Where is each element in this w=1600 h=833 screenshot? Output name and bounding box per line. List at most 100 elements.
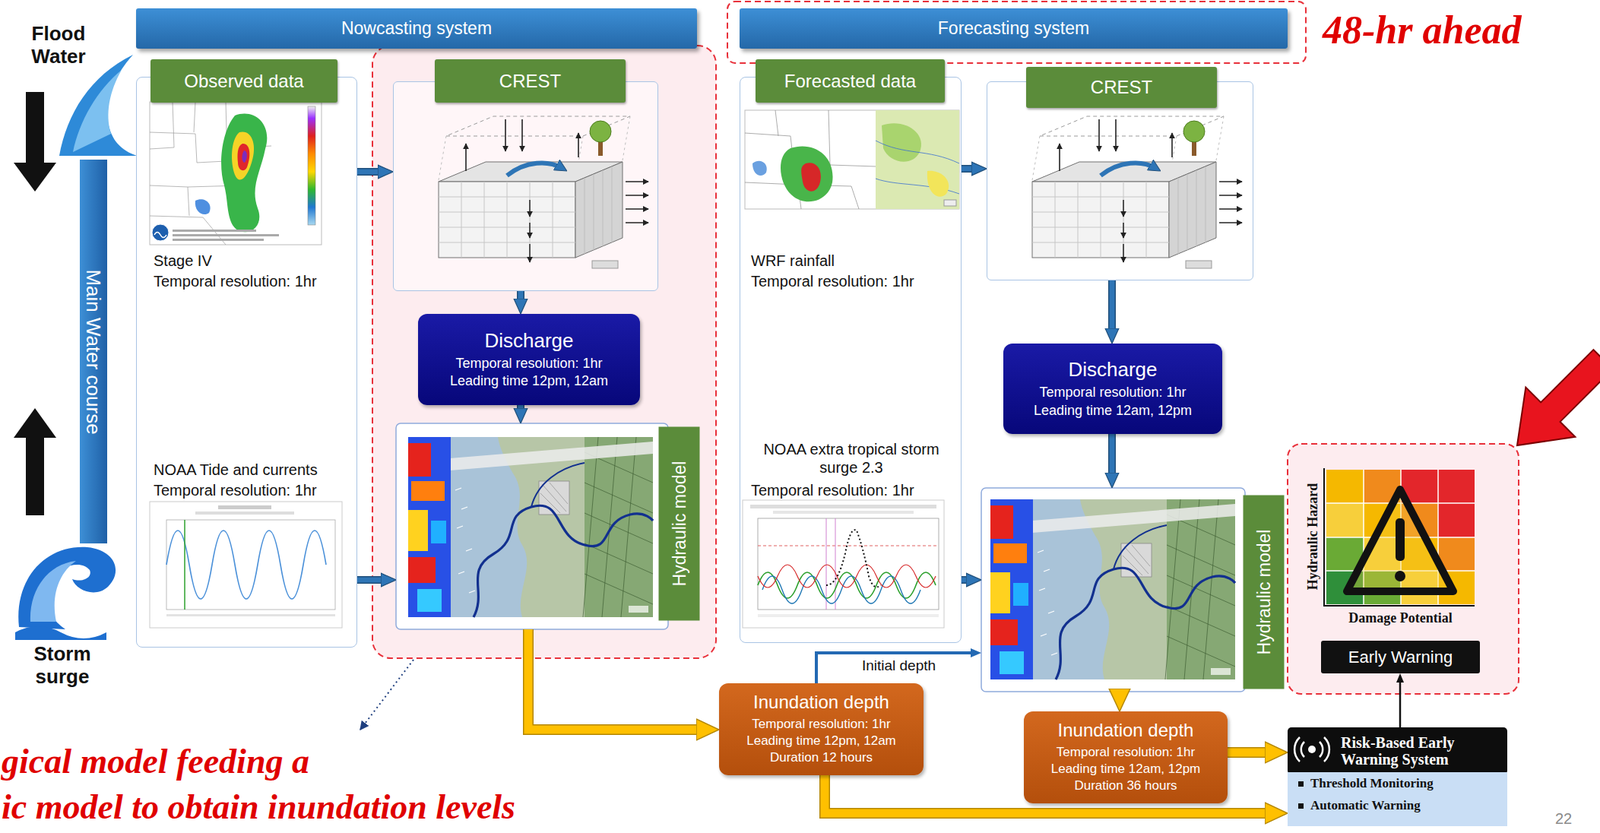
panel-heading: CREST <box>1026 66 1217 108</box>
box-detail: Temporal resolution: 1hr <box>751 716 891 733</box>
connector-arrow <box>961 166 978 172</box>
warning-system-ground <box>1287 727 1508 775</box>
storm-surge-icon <box>15 626 107 640</box>
panel-ground <box>986 81 1254 281</box>
box-detail: Leading time 12pm, 12am <box>449 372 609 390</box>
rainfall-map <box>154 232 167 238</box>
connector-arrow <box>1227 748 1274 758</box>
data-source: Stage IV <box>153 251 352 270</box>
connector-group <box>1112 280 1113 335</box>
box-title: Inundation depth <box>1058 719 1195 742</box>
connectors <box>357 168 1401 814</box>
axis-title: Damage Potential <box>1326 610 1475 627</box>
icon-caption: Storm surge <box>16 643 108 689</box>
data-resolution: Temporal resolution: 1hr <box>750 481 952 500</box>
box-detail: Leading time 12am, 12pm <box>1033 402 1192 420</box>
connector-arrow <box>961 577 973 583</box>
connector-arrow <box>357 169 384 175</box>
tide-chart <box>218 505 272 510</box>
crest-illustration <box>438 116 649 269</box>
risk-matrix <box>1326 503 1364 538</box>
box-detail: Leading time 12am, 12pm <box>1051 760 1201 778</box>
hydraulic-model-panel: Hydraulic model <box>981 487 1284 692</box>
emphasis-note: gical model feeding a <box>1 741 310 783</box>
surge-chart <box>757 545 939 547</box>
connector-outline <box>516 405 525 415</box>
tide-chart <box>166 530 327 599</box>
box-title: Risk-Based Early Warning System <box>1340 730 1497 772</box>
surge-chart <box>742 500 945 628</box>
rainfall-map <box>149 101 322 245</box>
up-arrow <box>13 408 57 516</box>
connector-arrow <box>518 291 524 305</box>
warning-system-box: Risk-Based Early Warning SystemThreshold… <box>1287 727 1508 827</box>
model-tab: Hydraulic model <box>1242 494 1284 689</box>
data-panel: Observed dataStage IVTemporal resolution… <box>136 76 358 648</box>
inundation-box: Inundation depthTemporal resolution: 1hr… <box>1023 711 1228 804</box>
connector-label: Initial depth <box>859 657 938 675</box>
model-panel: CREST <box>986 81 1254 281</box>
connector-group <box>816 652 975 684</box>
connector-group <box>961 168 978 170</box>
connector-arrow <box>1115 691 1125 698</box>
box-detail: Duration 12 hours <box>769 749 873 767</box>
risk-matrix <box>1346 489 1454 592</box>
system-band: Forecasting system <box>739 8 1288 49</box>
data-resolution: Temporal resolution: 1hr <box>153 481 352 500</box>
data-source: WRF rainfall <box>750 251 952 270</box>
rainfall-map <box>237 143 251 171</box>
discharge-box: DischargeTemporal resolution: 1hrLeading… <box>1003 343 1223 435</box>
rainfall-map <box>152 224 169 241</box>
data-panel: Forecasted dataWRF rainfallTemporal reso… <box>739 76 962 644</box>
rainfall-map <box>149 101 272 245</box>
forecast-map <box>801 162 821 191</box>
panel-ground <box>392 81 659 292</box>
forecast-map <box>752 161 767 176</box>
risk-matrix <box>1438 469 1475 504</box>
risk-matrix <box>1438 503 1475 538</box>
surge-chart <box>742 500 945 628</box>
forecast-map <box>881 123 922 162</box>
box-detail: Temporal resolution: 1hr <box>455 354 602 373</box>
connector-group <box>520 291 522 305</box>
list-item: Automatic Warning <box>1296 798 1421 814</box>
box-detail: Duration 36 hours <box>1074 777 1177 795</box>
warning-system-ground <box>1287 772 1508 827</box>
tide-chart <box>166 519 336 610</box>
connector-outline <box>1108 280 1116 335</box>
system-band: Nowcasting system <box>136 8 698 49</box>
connector-arrow <box>528 629 706 730</box>
panel-heading: Observed data <box>150 59 338 103</box>
box-title: Early Warning <box>1348 647 1453 668</box>
risk-matrix <box>1394 570 1406 582</box>
box-detail: Leading time 12pm, 12am <box>746 732 897 750</box>
forecast-map <box>744 110 876 210</box>
flood-water-icon <box>59 54 137 156</box>
connector-arrow <box>518 405 524 415</box>
connector-arrow <box>357 577 387 583</box>
rainfall-map <box>172 238 264 241</box>
warning-region <box>1287 443 1519 694</box>
box-title: Discharge <box>1067 358 1157 382</box>
surge-chart <box>750 504 937 509</box>
connector-group <box>1112 434 1113 479</box>
band-title: Forecasting system <box>937 18 1090 39</box>
connector-group <box>1400 679 1401 728</box>
connector-arrow <box>816 652 975 684</box>
down-arrow <box>13 162 57 192</box>
band-title: Nowcasting system <box>341 18 492 39</box>
risk-matrix <box>1324 468 1475 606</box>
hydraulic-map <box>990 499 1236 680</box>
panel-ground <box>739 76 962 644</box>
connector-group <box>357 579 387 581</box>
bar-label: Main Water course <box>79 237 108 466</box>
emphasis-note: ic model to obtain inundation levels <box>1 787 516 828</box>
panel-ground <box>136 76 358 648</box>
box-detail: Temporal resolution: 1hr <box>1056 744 1195 761</box>
rainfall-map <box>149 101 322 245</box>
up-arrow <box>25 437 45 516</box>
data-resolution: Temporal resolution: 1hr <box>153 272 352 291</box>
connector-group <box>528 629 706 730</box>
tide-chart <box>149 501 343 628</box>
tide-chart <box>183 519 186 610</box>
